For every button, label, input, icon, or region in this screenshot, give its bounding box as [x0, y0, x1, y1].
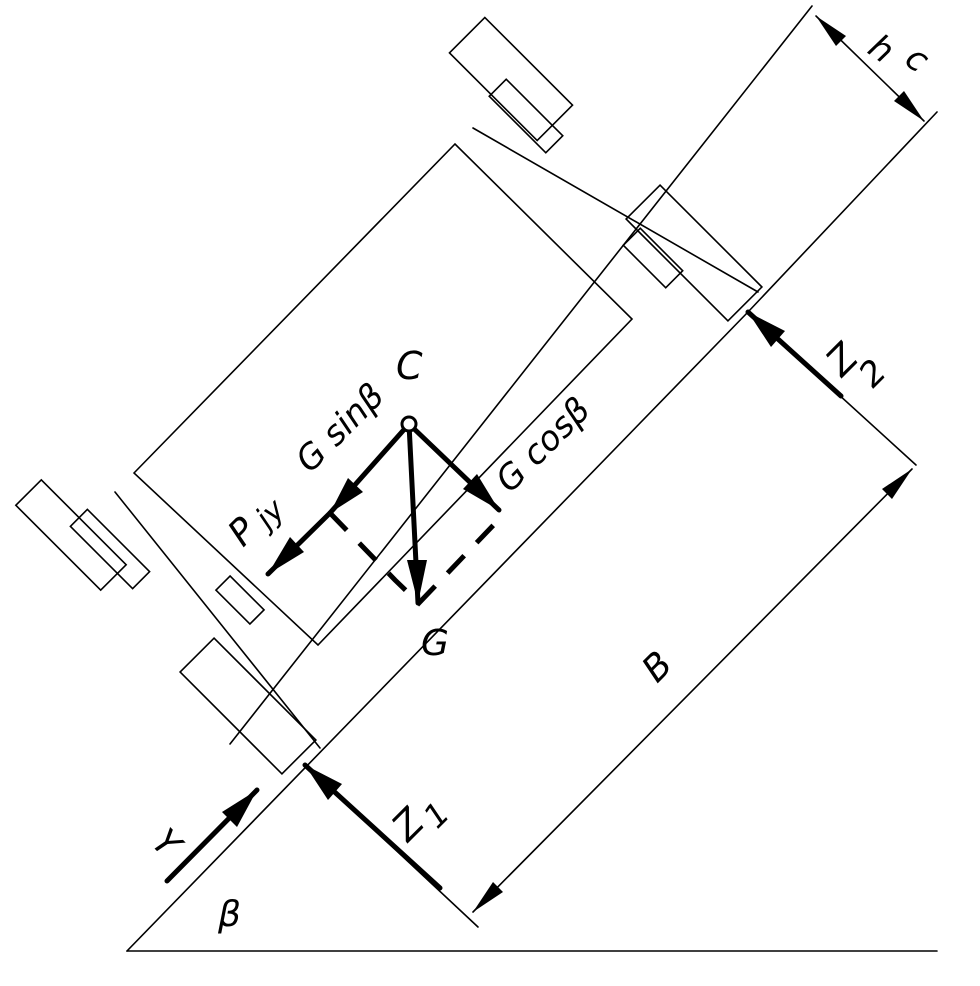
wheel-bottom-hub [214, 574, 266, 626]
center-point-c [400, 415, 418, 433]
hc-subscript: c [898, 38, 937, 82]
ground-and-slope [126, 311, 938, 952]
wheels [14, 16, 764, 776]
force-vectors [164, 309, 844, 891]
beta-angle-label: β [217, 894, 241, 935]
y-arrow-head [222, 790, 257, 827]
wheel-top-left [448, 16, 574, 142]
wheel-top-hub [488, 78, 564, 154]
body-rectangle [132, 142, 634, 647]
z2-arrow-head [748, 312, 785, 347]
c-label: C [396, 344, 423, 388]
b-dimension-label: B [634, 644, 680, 690]
g-weight-label: G [421, 623, 449, 664]
height-reference-line [747, 111, 938, 313]
g-cos-arrow-head [463, 474, 499, 510]
wheel-left-hub [69, 508, 151, 590]
hc-dimension-arrow-upper [816, 16, 846, 46]
hc-dimension-arrow-lower [894, 91, 924, 121]
wheel-left-outer [14, 478, 128, 592]
pjy-arrow-head [268, 537, 304, 574]
g-sin-label: G sinβ [288, 376, 392, 480]
wheel-right-hub [622, 227, 684, 289]
slope-line [126, 311, 749, 952]
b-dimension-line [472, 468, 913, 913]
force-construction-dashes [328, 511, 507, 607]
dimension-lines [472, 15, 925, 913]
wheel-top-right [624, 183, 764, 323]
b-dimension-arrow-lower [473, 882, 503, 912]
z1-arrow-head [305, 765, 342, 800]
g-weight-arrow-head [407, 560, 427, 603]
upper-axle-line [472, 127, 759, 293]
g-sin-arrow-head [330, 478, 363, 513]
wheel-bottom-left [178, 636, 318, 776]
labels: h c Z 2 C G sinβ G cosβ P jy G B Y Z 1 β [144, 27, 937, 935]
body-center-line [229, 5, 813, 745]
lower-axle-line [114, 491, 321, 749]
b-dimension-arrow-upper [882, 469, 912, 499]
